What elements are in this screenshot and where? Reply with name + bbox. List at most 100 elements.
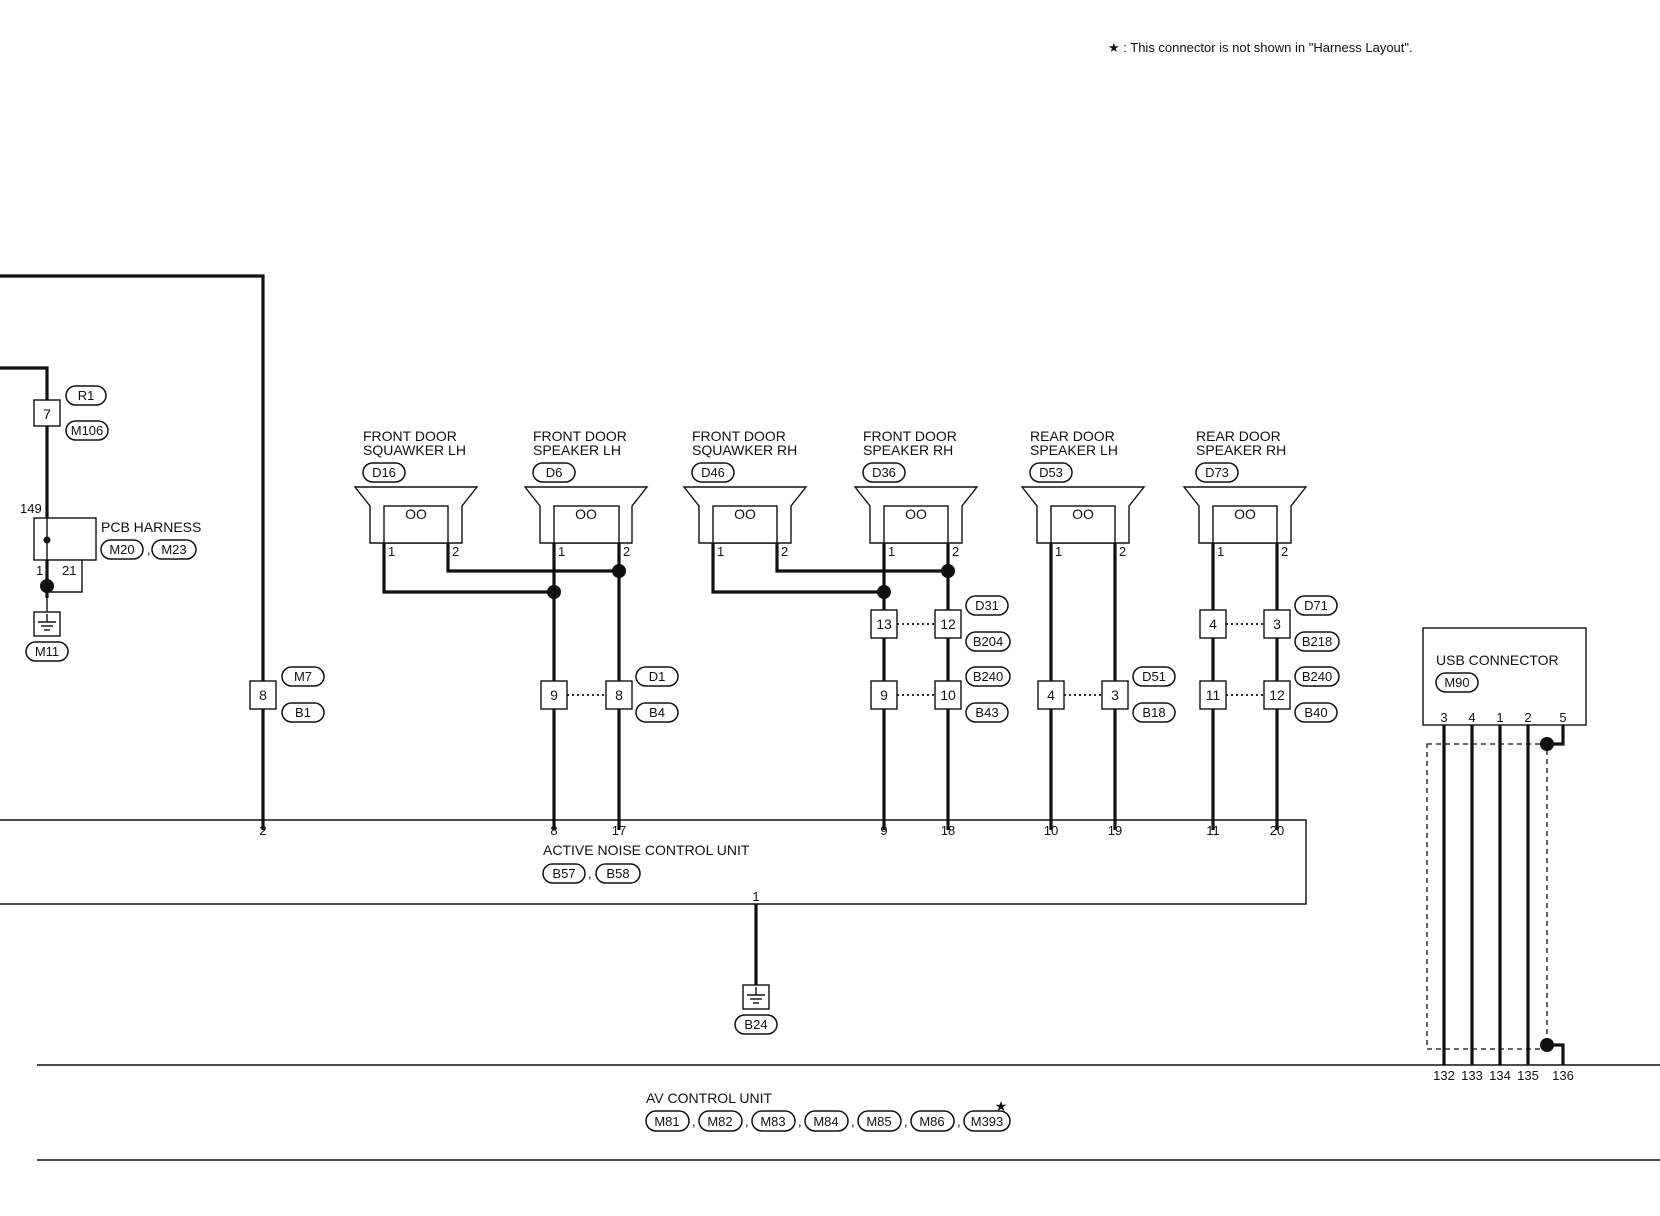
joint-pin-11: 11 xyxy=(1206,687,1221,703)
joint-pin-10: 10 xyxy=(940,687,956,703)
badge-b58: B58 xyxy=(606,866,629,881)
speaker-wiring-group-1 xyxy=(382,543,626,830)
speaker-pin-1: 1 xyxy=(388,544,395,559)
anc-pin-18: 18 xyxy=(941,823,955,838)
pcb-pin-21: 21 xyxy=(62,563,76,578)
badge-b43: B43 xyxy=(975,705,998,720)
badge-b204: B204 xyxy=(973,634,1003,649)
badge-m84: M84 xyxy=(813,1114,838,1129)
joint-pin-12: 12 xyxy=(940,616,956,632)
usb-connector-label: USB CONNECTOR xyxy=(1436,652,1559,668)
av-control-unit: 132 133 134 135 136 AV CONTROL UNIT M81 … xyxy=(37,1064,1660,1161)
svg-text:OO: OO xyxy=(905,506,927,522)
badge-m7: M7 xyxy=(294,669,312,684)
badge-b18: B18 xyxy=(1142,705,1165,720)
av-pin-135: 135 xyxy=(1517,1068,1539,1083)
badge-d16: D16 xyxy=(372,465,396,480)
pcb-pin-149: 149 xyxy=(20,501,42,516)
joint-connector-b240-b40: 11 12 B240 B40 xyxy=(1199,666,1340,723)
speaker-label-line1: FRONT DOOR xyxy=(363,428,457,444)
usb-pin-3: 3 xyxy=(1440,710,1447,725)
speaker-rear-door-speaker-lh: REAR DOOR SPEAKER LH D53 OO 1 2 xyxy=(1020,428,1146,559)
badge-d31: D31 xyxy=(975,598,999,613)
speaker-front-door-squawker-rh: FRONT DOOR SQUAWKER RH D46 OO 1 2 xyxy=(682,428,808,559)
speaker-pin-2: 2 xyxy=(1119,544,1126,559)
badge-r1: R1 xyxy=(78,388,95,403)
svg-text:OO: OO xyxy=(734,506,756,522)
svg-text:,: , xyxy=(851,1114,855,1129)
joint-connector-d71-b218: 4 3 D71 B218 xyxy=(1199,595,1340,652)
speaker-label-line2: SQUAWKER LH xyxy=(363,442,466,458)
joint-pin-8: 8 xyxy=(259,687,267,703)
speaker-label-line2: SPEAKER RH xyxy=(863,442,953,458)
joint-connector-r1-m106: 7 R1 M106 xyxy=(33,385,109,441)
badge-m90: M90 xyxy=(1444,675,1469,690)
svg-text:,: , xyxy=(904,1114,908,1129)
speaker-front-door-squawker-lh: FRONT DOOR SQUAWKER LH D16 OO 1 2 xyxy=(353,428,479,559)
anc-pin-10: 10 xyxy=(1044,823,1058,838)
speaker-front-door-speaker-lh: FRONT DOOR SPEAKER LH D6 OO 1 2 xyxy=(523,428,649,559)
svg-text:OO: OO xyxy=(1234,506,1256,522)
speaker-label-line2: SQUAWKER RH xyxy=(692,442,797,458)
usb-pin-2: 2 xyxy=(1524,710,1531,725)
anc-unit-label: ACTIVE NOISE CONTROL UNIT xyxy=(543,842,750,858)
badge-d36: D36 xyxy=(872,465,896,480)
joint-connector-m7-b1: 8 M7 B1 xyxy=(249,666,325,723)
anc-pin-20: 20 xyxy=(1270,823,1284,838)
speaker-label-line1: REAR DOOR xyxy=(1196,428,1281,444)
usb-pin-5: 5 xyxy=(1559,710,1566,725)
speaker-rear-door-speaker-rh: REAR DOOR SPEAKER RH D73 OO 1 2 xyxy=(1182,428,1308,559)
usb-connector: USB CONNECTOR M90 3 4 1 2 5 xyxy=(1422,627,1587,726)
badge-b218: B218 xyxy=(1302,634,1332,649)
ground-b24: B24 xyxy=(734,904,778,1035)
anc-pin-1: 1 xyxy=(752,889,759,904)
anc-pin-8: 8 xyxy=(550,823,557,838)
speaker-label-line2: SPEAKER LH xyxy=(533,442,621,458)
badge-d46: D46 xyxy=(701,465,725,480)
badge-m83: M83 xyxy=(760,1114,785,1129)
badge-m82: M82 xyxy=(707,1114,732,1129)
svg-text:,: , xyxy=(692,1114,696,1129)
av-unit-label: AV CONTROL UNIT xyxy=(646,1090,772,1106)
speaker-pin-1: 1 xyxy=(1055,544,1062,559)
anc-pin-19: 19 xyxy=(1108,823,1122,838)
speaker-label-line1: FRONT DOOR xyxy=(863,428,957,444)
joint-connector-d31-b204: 13 12 D31 B204 xyxy=(870,595,1011,652)
anc-pin-17: 17 xyxy=(612,823,626,838)
svg-text:,: , xyxy=(588,866,592,881)
joint-connector-d1-b4: 9 8 D1 B4 xyxy=(540,666,679,723)
speaker-label-line1: FRONT DOOR xyxy=(533,428,627,444)
joint-pin-8: 8 xyxy=(615,687,623,703)
joint-pin-4: 4 xyxy=(1209,616,1217,632)
badge-d53: D53 xyxy=(1039,465,1063,480)
badge-d6: D6 xyxy=(546,465,563,480)
usb-wiring xyxy=(1426,725,1565,1065)
badge-d1: D1 xyxy=(649,669,666,684)
joint-pin-12: 12 xyxy=(1269,687,1285,703)
badge-b24: B24 xyxy=(744,1017,767,1032)
badge-m106: M106 xyxy=(71,423,104,438)
av-pin-134: 134 xyxy=(1489,1068,1511,1083)
badge-b4: B4 xyxy=(649,705,665,720)
anc-pin-9: 9 xyxy=(880,823,887,838)
badge-d71: D71 xyxy=(1304,598,1328,613)
badge-m393: M393 xyxy=(971,1114,1004,1129)
active-noise-control-unit: 2 8 17 9 18 10 19 11 20 ACTIVE NOISE CON… xyxy=(0,819,1307,905)
speaker-pin-1: 1 xyxy=(558,544,565,559)
speaker-front-door-speaker-rh: FRONT DOOR SPEAKER RH D36 OO 1 2 xyxy=(853,428,979,559)
speaker-label-line2: SPEAKER LH xyxy=(1030,442,1118,458)
joint-connector-d51-b18: 4 3 D51 B18 xyxy=(1037,666,1176,723)
joint-pin-9: 9 xyxy=(550,687,558,703)
speaker-pin-1: 1 xyxy=(717,544,724,559)
badge-b57: B57 xyxy=(552,866,575,881)
badge-d73: D73 xyxy=(1205,465,1229,480)
ground-m11: M11 xyxy=(25,598,69,662)
badge-m86: M86 xyxy=(919,1114,944,1129)
badge-m23: M23 xyxy=(161,542,186,557)
speaker-pin-2: 2 xyxy=(1281,544,1288,559)
speaker-label-line2: SPEAKER RH xyxy=(1196,442,1286,458)
speaker-pin-2: 2 xyxy=(781,544,788,559)
svg-text:,: , xyxy=(147,542,151,557)
pcb-pin-1: 1 xyxy=(36,563,43,578)
